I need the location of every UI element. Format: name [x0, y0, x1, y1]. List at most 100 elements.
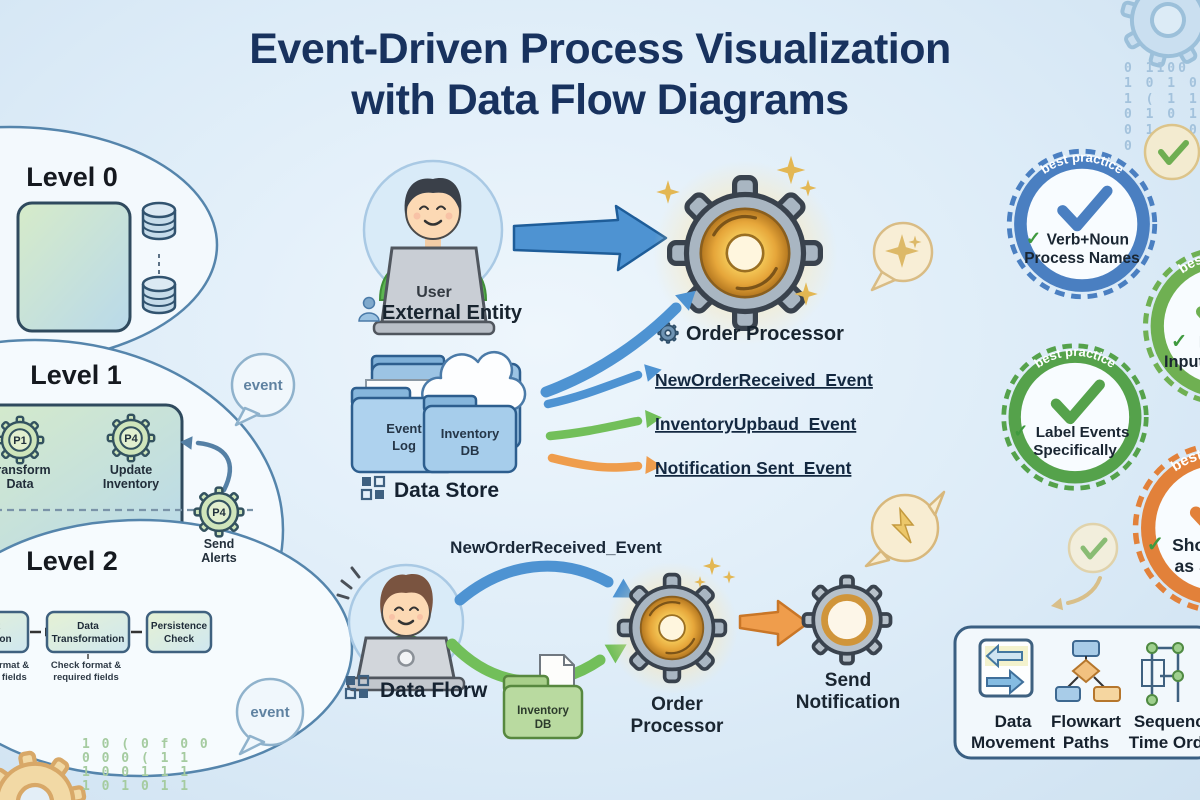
bottom-processor-label-1: Order — [651, 694, 703, 715]
external-entity-label: External Entity — [358, 296, 523, 324]
legend-label-1a: Data — [995, 712, 1032, 731]
order-processor-label: Order Processor — [657, 322, 844, 345]
inventory-db-green-folder: Inventory DB — [502, 654, 584, 740]
svg-text:required fields: required fields — [0, 672, 27, 683]
svg-text:Check format &: Check format & — [0, 660, 29, 671]
gear-icon — [657, 322, 679, 344]
svg-text:P1: P1 — [13, 435, 26, 447]
level2-pipeline: Input Validation Data Transformation Per… — [0, 610, 213, 683]
page-title: Event-Driven Process Visualization with … — [0, 24, 1200, 126]
svg-text:1 0 0 1 1 1: 1 0 0 1 1 1 — [82, 765, 190, 780]
doodle-arrow — [1066, 576, 1102, 605]
check-glyph: ✓ — [1147, 533, 1165, 556]
svg-text:DB: DB — [461, 443, 480, 458]
user-avatar: User — [362, 159, 504, 336]
check-icon — [1050, 379, 1105, 425]
bottom-processor-label-2: Processor — [631, 716, 725, 737]
lightning-speech-bubble — [864, 490, 946, 568]
event-bubble-2: event — [235, 677, 305, 756]
svg-text:Process Names: Process Names — [1024, 250, 1140, 267]
svg-text:Inventory: Inventory — [517, 705, 569, 717]
svg-text:Verb+Noun: Verb+Noun — [1047, 231, 1129, 248]
svg-text:Transformation: Transformation — [52, 634, 125, 645]
check-doodle-bubble-mid — [1049, 522, 1119, 613]
data-store-icon — [360, 475, 386, 501]
svg-text:Specifically: Specifically — [1033, 442, 1117, 459]
svg-text:DB: DB — [535, 719, 552, 731]
legend: Data Movement Flowĸart Paths Sequence Ti… — [953, 625, 1200, 760]
svg-text:0 0 0 ( 1 1: 0 0 0 ( 1 1 — [82, 751, 190, 766]
legend-label-3b: Time Order — [1129, 733, 1200, 752]
data-movement-icon — [978, 638, 1034, 698]
svg-text:Data: Data — [6, 477, 34, 491]
sparkle-speech-bubble — [870, 221, 934, 292]
laptop-base — [372, 320, 496, 336]
laptop-logo — [397, 649, 415, 667]
bottom-event-label: NewOrderReceived_Event — [450, 538, 662, 557]
badge-verb-noun: best practice ✓ Verb+Noun Process Names — [1006, 148, 1158, 300]
folder-body — [502, 684, 584, 740]
svg-text:Balance: Balance — [1199, 333, 1200, 351]
badge-label-events: best practice ✓ Label Events Specificall… — [1001, 343, 1149, 491]
avatar-hair — [404, 177, 462, 214]
title-line-2: with Data Flow Diagrams — [351, 76, 849, 124]
svg-text:Inventory: Inventory — [103, 477, 159, 491]
order-processor-gear — [670, 178, 821, 329]
check-glyph: ✓ — [1013, 421, 1028, 441]
user-label: User — [416, 284, 452, 301]
svg-text:Data: Data — [77, 621, 99, 632]
store-to-gear-arrow — [540, 302, 682, 398]
svg-text:event: event — [243, 377, 282, 394]
svg-text:0 1100: 0 1100 — [1124, 61, 1189, 76]
svg-text:event: event — [250, 704, 289, 721]
svg-text:1 ( 1 1 0 1: 1 ( 1 1 0 1 — [1124, 92, 1200, 107]
data-transformation-box — [45, 610, 131, 654]
event-label-3: Notification Sent_Event — [655, 458, 852, 478]
check-glyph: ✓ — [1171, 330, 1187, 352]
svg-text:Persistence: Persistence — [151, 621, 208, 632]
flowchart-icon — [1055, 640, 1121, 702]
event3-arrow — [547, 453, 643, 472]
event-label-2: InventoryUpbaud_Event — [655, 414, 856, 434]
svg-text:0 1 0 1 1: 0 1 0 1 1 — [1124, 107, 1200, 122]
avatar-hair — [380, 574, 433, 614]
legend-label-3a: Sequence — [1134, 712, 1200, 731]
check-icon — [1057, 185, 1113, 232]
svg-text:1 0 1 0 1 1: 1 0 1 0 1 1 — [82, 779, 190, 794]
legend-label-1b: Movement — [971, 733, 1055, 752]
svg-text:Check: Check — [164, 634, 194, 645]
data-store: Event Log Inventory DB Data Store — [350, 350, 527, 502]
data-flow-label: Data Florw — [344, 674, 488, 702]
check-icon — [1080, 537, 1108, 560]
svg-text:required fields: required fields — [53, 672, 118, 683]
svg-text:Validation: Validation — [0, 634, 12, 645]
event1-arrow — [543, 370, 643, 409]
level0-label: Level 0 — [26, 162, 118, 192]
inventory-db-folder — [422, 404, 518, 474]
svg-text:Send: Send — [204, 537, 235, 551]
input-validation-box — [0, 610, 30, 654]
svg-text:as Signals: as Signals — [1174, 556, 1200, 576]
send-alerts-arrow — [195, 440, 232, 493]
legend-label-2b: Paths — [1063, 733, 1109, 752]
send-alerts-gear: P4 Send Alerts — [193, 486, 245, 565]
svg-text:Order Processor: Order Processor — [686, 323, 844, 345]
lightning-icon — [891, 506, 915, 544]
svg-text:Log: Log — [392, 438, 416, 453]
level1-label: Level 1 — [30, 360, 122, 390]
user-to-processor-arrow — [512, 204, 668, 272]
processor-to-notification-arrow — [738, 599, 810, 647]
send-notification-label-1: Send — [825, 670, 871, 691]
svg-text:P4: P4 — [124, 433, 138, 445]
emphasis-marks — [336, 566, 361, 600]
person-icon — [362, 296, 376, 310]
binary-decor-bottom-left: 1 0 ( 0 f 0 0 0 0 0 ( 1 1 1 0 0 1 1 1 1 … — [82, 737, 210, 794]
person-icon-body — [358, 312, 380, 322]
svg-text:Transform: Transform — [0, 463, 51, 477]
svg-text:External Entity: External Entity — [382, 302, 523, 324]
svg-text:Inputs/Outputs: Inputs/Outputs — [1164, 353, 1200, 371]
svg-text:1 0 ( 0 f 0 0: 1 0 ( 0 f 0 0 — [82, 737, 210, 752]
level0-process-box — [16, 201, 132, 333]
svg-text:P4: P4 — [212, 507, 226, 519]
